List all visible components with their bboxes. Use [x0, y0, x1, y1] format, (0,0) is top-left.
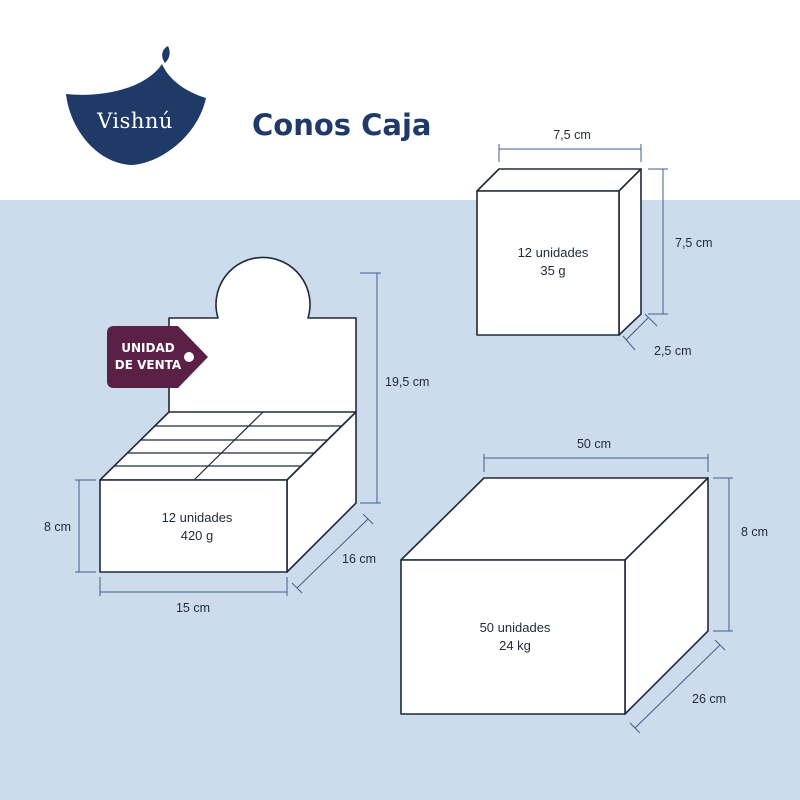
small-box-front-face [476, 190, 620, 336]
master-box-units: 50 unidades [480, 620, 551, 635]
display-box-height-label: 8 cm [44, 520, 71, 534]
brand-logo: Vishnú [66, 46, 206, 165]
small-box-depth-dimension: 2,5 cm [622, 313, 692, 358]
display-width-label: 15 cm [176, 601, 210, 615]
tag-hole-icon [184, 352, 194, 362]
small-box: 12 unidades 35 g 7,5 cm 7,5 cm 2,5 cm [476, 128, 713, 358]
master-box-depth-dimension: 26 cm [629, 639, 726, 734]
small-box-depth-label: 2,5 cm [654, 344, 692, 358]
display-back-panel [168, 256, 357, 412]
small-box-width-dimension: 7,5 cm [498, 128, 642, 162]
display-box: 12 unidades 420 g UNIDAD DE VENTA 19,5 c… [44, 256, 429, 615]
small-box-side-face [618, 168, 642, 336]
page-title: Conos Caja [252, 108, 432, 142]
display-box-height-dimension: 8 cm [44, 479, 96, 573]
master-box-weight: 24 kg [499, 638, 531, 653]
small-box-height-dimension: 7,5 cm [648, 168, 713, 315]
tag-shape [107, 326, 208, 388]
display-depth-dimension: 16 cm [291, 513, 376, 594]
small-box-units: 12 unidades [518, 245, 589, 260]
master-box-height-label: 8 cm [741, 525, 768, 539]
master-box: 50 unidades 24 kg 50 cm 8 cm 26 cm [400, 437, 768, 734]
master-box-width-label: 50 cm [577, 437, 611, 451]
brand-name: Vishnú [96, 109, 173, 133]
master-box-height-dimension: 8 cm [713, 477, 768, 632]
small-box-height-label: 7,5 cm [675, 236, 713, 250]
tag-line-1: UNIDAD [121, 341, 175, 355]
display-total-height-dimension: 19,5 cm [360, 272, 429, 504]
small-box-top-face [476, 168, 642, 192]
master-box-width-dimension: 50 cm [483, 437, 709, 472]
master-box-front-face [400, 559, 626, 715]
small-box-weight: 35 g [540, 263, 565, 278]
display-box-units: 12 unidades [162, 510, 233, 525]
display-box-weight: 420 g [181, 528, 214, 543]
display-compartment-lines [114, 411, 342, 481]
display-depth-label: 16 cm [342, 552, 376, 566]
display-width-dimension: 15 cm [99, 577, 288, 615]
display-total-height-label: 19,5 cm [385, 375, 429, 389]
small-box-width-label: 7,5 cm [553, 128, 591, 142]
display-front-face [99, 479, 288, 573]
logo-leaf-icon [162, 46, 170, 63]
sale-unit-tag: UNIDAD DE VENTA [107, 326, 208, 388]
logo-drop-shape [66, 64, 206, 165]
master-box-depth-label: 26 cm [692, 692, 726, 706]
tag-line-2: DE VENTA [115, 358, 182, 372]
